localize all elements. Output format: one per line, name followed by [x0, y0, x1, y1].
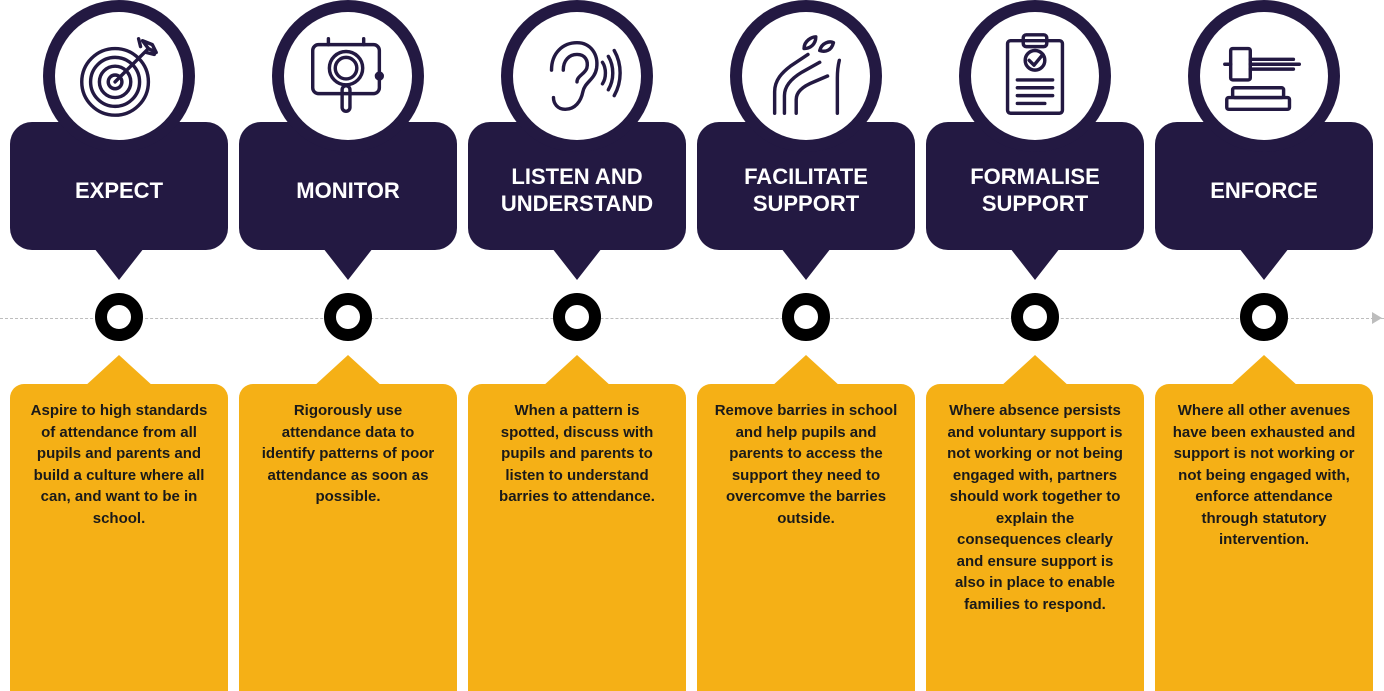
description-pointer [84, 355, 154, 387]
step-header: EXPECT [10, 122, 228, 250]
step-description: Where all other avenues have been exhaus… [1172, 402, 1356, 548]
header-pointer [1010, 248, 1060, 280]
timeline-node [1240, 293, 1288, 341]
header-pointer [323, 248, 373, 280]
step-title: FORMALISE SUPPORT [970, 164, 1100, 216]
step-description: Where absence persists and voluntary sup… [947, 402, 1123, 613]
description-box: Remove barries in school and help pupils… [697, 384, 915, 691]
clipboard-check-icon [1005, 33, 1065, 115]
step-title: ENFORCE [1210, 177, 1318, 203]
description-pointer [542, 355, 612, 387]
description-pointer [771, 355, 841, 387]
step-header: FACILITATE SUPPORT [697, 122, 915, 250]
ear-listening-icon [549, 40, 622, 112]
step-description: Rigorously use attendance data to identi… [261, 402, 435, 505]
timeline-node [553, 293, 601, 341]
step-title: EXPECT [74, 177, 164, 203]
step-description: Remove barries in school and help pupils… [714, 402, 898, 527]
step-monitor: MONITOR Rigorously use attendance data t… [239, 0, 457, 691]
description-box: Where absence persists and voluntary sup… [926, 384, 1144, 691]
timeline-node [95, 293, 143, 341]
step-facilitate-support: FACILITATE SUPPORT Remove barries in sch… [697, 0, 915, 691]
description-pointer [313, 355, 383, 387]
step-title: MONITOR [296, 177, 400, 203]
header-pointer [94, 248, 144, 280]
description-pointer [1000, 355, 1070, 387]
timeline-line [0, 318, 1384, 319]
timeline-node [324, 293, 372, 341]
step-badge [43, 0, 195, 152]
step-badge [501, 0, 653, 152]
description-box: When a pattern is spotted, discuss with … [468, 384, 686, 691]
description-box: Aspire to high standards of attendance f… [10, 384, 228, 691]
gavel-icon [1223, 46, 1301, 112]
step-listen-and-understand: LISTEN AND UNDERSTAND When a pattern is … [468, 0, 686, 691]
timeline-node [1011, 293, 1059, 341]
step-title: FACILITATE SUPPORT [744, 164, 868, 216]
header-pointer [1239, 248, 1289, 280]
header-pointer [552, 248, 602, 280]
step-expect: EXPECT Aspire to high standards of atten… [10, 0, 228, 691]
step-badge [730, 0, 882, 152]
step-description: When a pattern is spotted, discuss with … [499, 402, 655, 505]
step-formalise-support: FORMALISE SUPPORT Where absence persists… [926, 0, 1144, 691]
step-enforce: ENFORCE Where all other avenues have bee… [1155, 0, 1373, 691]
step-badge [959, 0, 1111, 152]
timeline-node [782, 293, 830, 341]
step-description: Aspire to high standards of attendance f… [30, 402, 208, 527]
step-badge [272, 0, 424, 152]
supporting-hands-icon [772, 35, 842, 115]
timeline-arrowhead [1372, 312, 1382, 324]
step-title: LISTEN AND UNDERSTAND [500, 164, 654, 216]
description-pointer [1229, 355, 1299, 387]
header-pointer [781, 248, 831, 280]
target-dart-icon [80, 37, 158, 117]
description-box: Rigorously use attendance data to identi… [239, 384, 457, 691]
magnifier-monitor-icon [311, 37, 385, 113]
description-box: Where all other avenues have been exhaus… [1155, 384, 1373, 691]
step-badge [1188, 0, 1340, 152]
